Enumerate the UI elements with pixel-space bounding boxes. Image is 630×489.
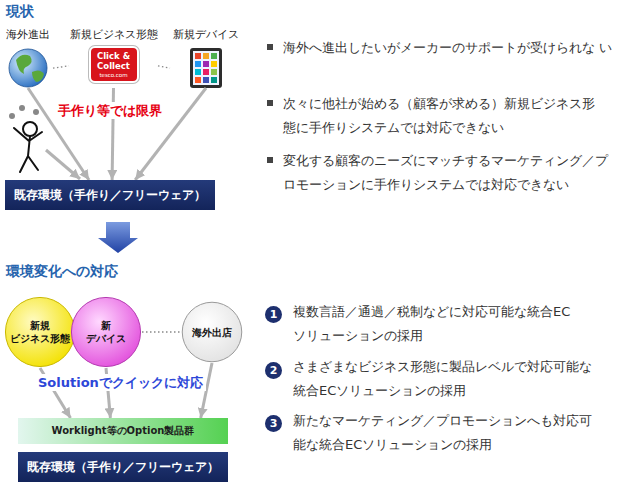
- node-text: 新規 ビジネス形態: [10, 319, 70, 345]
- label-holder: Solutionでクイックに対応: [35, 374, 206, 391]
- dotted-link: [158, 66, 170, 68]
- callout-number: 2: [265, 362, 282, 379]
- label-holder: 手作り等では限界: [55, 102, 165, 119]
- node-text: 既存環境（手作り／フリーウェア）: [14, 187, 206, 204]
- item-text: 複数言語／通過／税制などに対応可能な統合EC ソリューションの採用: [293, 300, 623, 348]
- icon-caption: 新規ビジネス形態: [69, 28, 158, 42]
- node-text: 海外出店: [192, 326, 232, 339]
- globe-icon: [9, 49, 47, 87]
- transition-arrow: [98, 222, 138, 253]
- label-holder: 変化する顧客のニーズにマッチするマーケティング／プ ロモーションに手作りシステム…: [283, 149, 623, 197]
- app-tile: [203, 61, 209, 67]
- topic-circle: 新規 ビジネス形態: [4, 296, 76, 368]
- callout-number: 3: [265, 415, 282, 432]
- warning-label: 手作り等では限界: [55, 102, 165, 119]
- node-text: 既存環境（手作り／フリーウェア）: [27, 459, 219, 476]
- app-tile: [211, 53, 217, 59]
- stick-figure: [14, 128, 42, 172]
- product-band: Worklight等のOption製品群: [18, 418, 228, 444]
- dotted-link: [142, 331, 181, 332]
- tablet-screen: [193, 51, 219, 85]
- circle-shape: [4, 296, 76, 368]
- label-holder: 環境変化への対応: [6, 262, 118, 280]
- item-text: さまざまなビジネス形態に製品レベルで対応可能な 統合ECソリューションの採用: [293, 355, 623, 403]
- app-tile: [195, 53, 201, 59]
- app-tile: [203, 77, 209, 83]
- system-box: 既存環境（手作り／フリーウェア）: [18, 452, 228, 482]
- bullet-text: 変化する顧客のニーズにマッチするマーケティング／プ ロモーションに手作りシステム…: [283, 149, 623, 197]
- callout-number: 1: [265, 306, 282, 323]
- section-heading: 現状: [6, 2, 34, 20]
- label-holder: 3: [265, 412, 282, 432]
- label-holder: 複数言語／通過／税制などに対応可能な統合EC ソリューションの採用: [293, 300, 623, 348]
- dotted-link: [53, 66, 69, 68]
- figure-arrow: [46, 150, 80, 179]
- juggling-ball: [33, 109, 39, 115]
- label-holder: 新たなマーケティング／プロモーションへも対応可 能な統合ECソリューションの採用: [293, 409, 623, 457]
- bullet-mark: [267, 44, 273, 50]
- icon-caption: 新規デバイス: [170, 28, 242, 42]
- label-holder: 1: [265, 303, 282, 323]
- click-collect-logo: Click & Collecttesco.com: [89, 46, 139, 83]
- node-text: 新 デバイス: [86, 319, 126, 345]
- system-box: 既存環境（手作り／フリーウェア）: [5, 180, 215, 210]
- figure-head: [23, 122, 37, 136]
- circle-outline: [5, 297, 74, 366]
- label-holder: さまざまなビジネス形態に製品レベルで対応可能な 統合ECソリューションの採用: [293, 355, 623, 403]
- label-holder: 次々に他社が始める（顧客が求める）新規ビジネス形 態に手作りシステムでは対応でき…: [283, 92, 623, 140]
- logo-text: tesco.com: [91, 72, 137, 79]
- topic-circle: 新 デバイス: [70, 296, 142, 368]
- icon-caption: 海外進出: [3, 28, 53, 42]
- bullet-text: 海外へ進出したいがメーカーのサポートが受けられな い: [283, 36, 623, 60]
- app-tile: [211, 61, 217, 67]
- bullet-mark: [267, 157, 273, 163]
- topic-circle: 海外出店: [181, 301, 243, 363]
- circle-shape: [70, 296, 142, 368]
- heading-holder: 現状: [6, 2, 34, 20]
- circle-outline: [71, 297, 140, 366]
- app-tile: [211, 77, 217, 83]
- globe-land: [32, 70, 44, 82]
- app-tile: [203, 69, 209, 75]
- item-text: 新たなマーケティング／プロモーションへも対応可 能な統合ECソリューションの採用: [293, 409, 623, 457]
- globe-land: [16, 55, 32, 74]
- solution-label: Solutionでクイックに対応: [35, 374, 206, 391]
- logo-item: 新規ビジネス形態 Click & Collecttesco.com: [69, 28, 158, 88]
- app-tile: [195, 77, 201, 83]
- logo-text: Click & Collect: [91, 51, 137, 71]
- juggling-ball: [19, 105, 25, 111]
- icon-item: 海外進出: [3, 28, 53, 88]
- icon-item: 新規デバイス: [170, 28, 242, 88]
- app-tile: [211, 69, 217, 75]
- bullet-mark: [267, 100, 273, 106]
- circle-outline: [182, 302, 242, 362]
- app-tile: [195, 61, 201, 67]
- label-holder: 2: [265, 359, 282, 379]
- tablet-icon: [190, 48, 222, 88]
- label-holder: 海外へ進出したいがメーカーのサポートが受けられな い: [283, 36, 623, 60]
- section-heading: 環境変化への対応: [6, 262, 118, 280]
- app-tile: [195, 69, 201, 75]
- juggling-ball: [9, 113, 15, 119]
- app-tile: [203, 53, 209, 59]
- bullet-text: 次々に他社が始める（顧客が求める）新規ビジネス形 態に手作りシステムでは対応でき…: [283, 92, 623, 140]
- node-text: Worklight等のOption製品群: [52, 424, 195, 438]
